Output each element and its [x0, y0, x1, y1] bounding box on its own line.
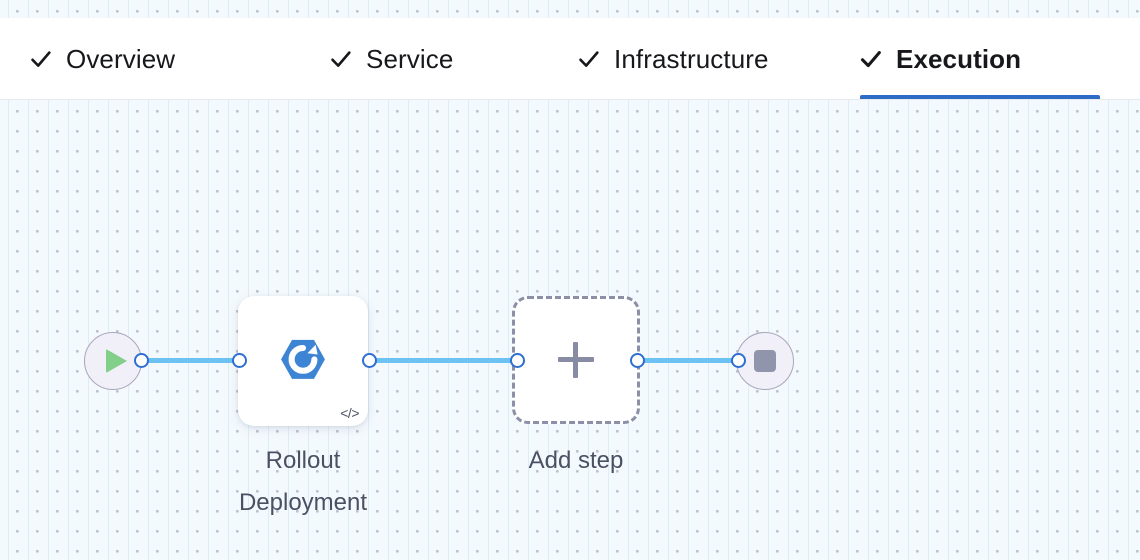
plus-icon	[558, 342, 594, 378]
tab-execution[interactable]: Execution	[860, 18, 1100, 99]
check-icon	[860, 47, 882, 71]
add-step-label: Add step	[528, 447, 624, 474]
connector-addstep-to-end	[634, 358, 742, 363]
tab-service-label: Service	[366, 43, 454, 74]
rollout-deployment-label: Rollout Deployment	[238, 447, 368, 516]
port-rollout-output[interactable]	[362, 353, 377, 368]
wizard-header: Overview Service Infrastructur	[0, 18, 1140, 100]
port-addstep-output[interactable]	[630, 353, 645, 368]
start-node-circle[interactable]	[84, 332, 142, 390]
port-start-output[interactable]	[134, 353, 149, 368]
play-icon	[105, 349, 127, 373]
port-end-input[interactable]	[731, 353, 746, 368]
tab-active-underline	[860, 95, 1100, 99]
wizard-tabs: Overview Service Infrastructur	[0, 18, 1140, 99]
tab-execution-label: Execution	[896, 43, 1022, 74]
tab-overview[interactable]: Overview	[30, 18, 248, 99]
connector-rollout-to-addstep	[366, 358, 518, 363]
tab-overview-label: Overview	[66, 43, 176, 74]
pipeline-graph: </> Rollout Deployment Add step	[0, 100, 1140, 560]
rollout-deployment-icon	[281, 339, 325, 379]
add-step-node[interactable]	[512, 296, 640, 424]
tab-infrastructure[interactable]: Infrastructure	[578, 18, 826, 99]
rollout-deployment-card[interactable]: </>	[238, 296, 368, 426]
port-rollout-input[interactable]	[232, 353, 247, 368]
port-addstep-input[interactable]	[510, 353, 525, 368]
code-icon: </>	[340, 405, 359, 421]
connector-start-to-rollout	[140, 358, 244, 363]
step-node-rollout-deployment[interactable]: </>	[238, 296, 368, 426]
pipeline-start-node[interactable]	[84, 332, 142, 390]
check-icon	[30, 47, 52, 71]
check-icon	[330, 47, 352, 71]
stop-icon	[754, 350, 776, 372]
check-icon	[578, 47, 600, 71]
add-step-box[interactable]	[512, 296, 640, 424]
tab-service[interactable]: Service	[330, 18, 510, 99]
tab-infrastructure-label: Infrastructure	[614, 43, 769, 74]
